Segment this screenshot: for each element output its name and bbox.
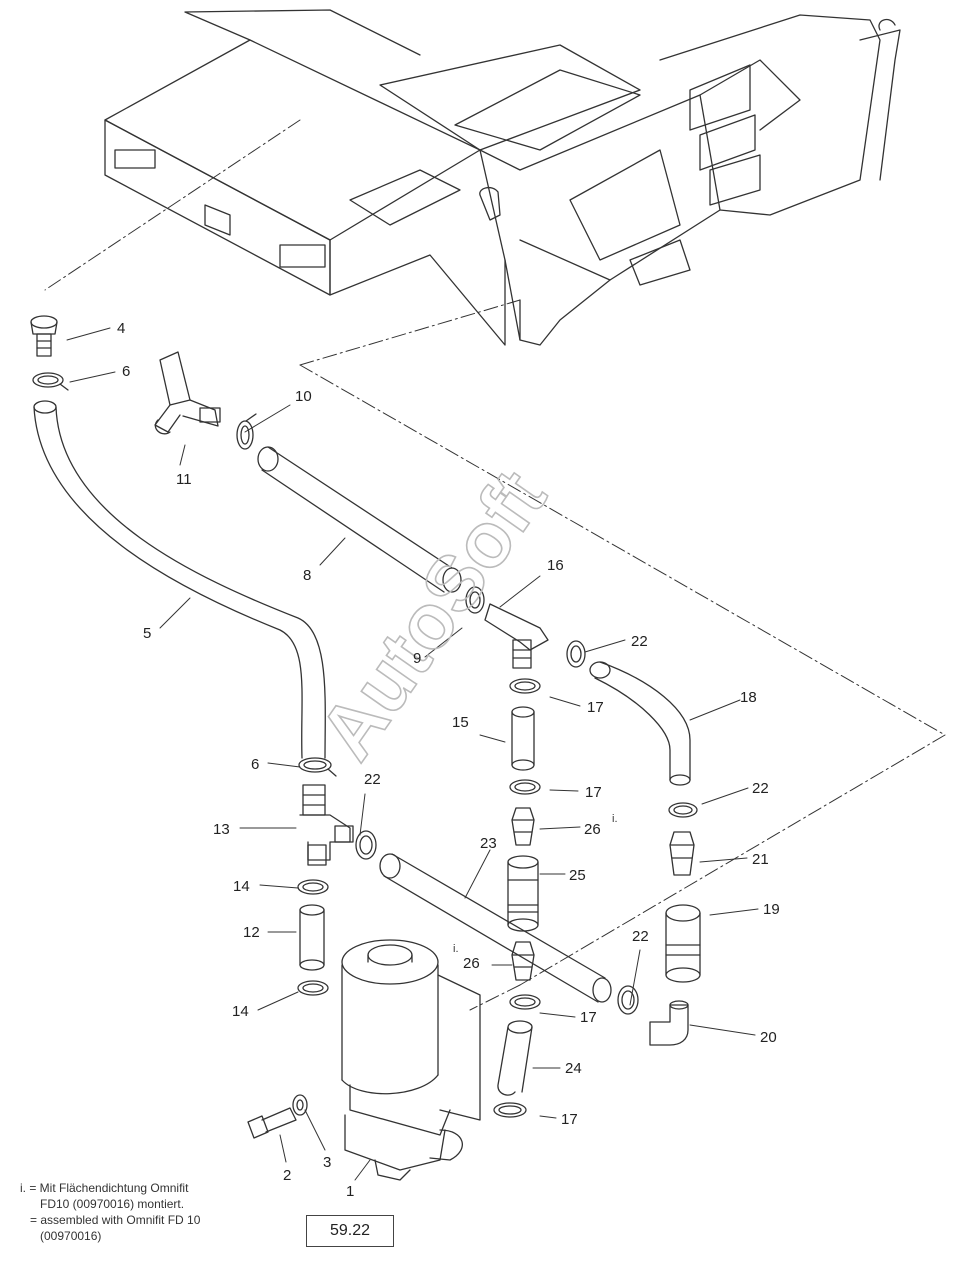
- screw-2: [247, 1107, 297, 1139]
- hose-clamp-6-lower: [298, 757, 337, 777]
- callout-5: 5: [143, 625, 151, 642]
- callout-14-upper: 14: [233, 878, 250, 895]
- callout-6-upper: 6: [122, 363, 130, 380]
- callout-4: 4: [117, 320, 125, 337]
- callout-14-lower: 14: [232, 1003, 249, 1020]
- footnote-line-3: = assembled with Omnifit FD 10: [20, 1213, 201, 1227]
- hose-clamp-6: [32, 372, 69, 391]
- hose-clamp-22-b: [355, 830, 377, 860]
- hose-clamp-17-b: [509, 779, 541, 795]
- hose-15: [511, 706, 535, 771]
- hose-24: [497, 1020, 533, 1096]
- callout-26-b: 26: [463, 955, 480, 972]
- hose-12: [299, 904, 325, 971]
- callout-23: 23: [480, 835, 497, 852]
- hose-clamp-14-a: [297, 879, 329, 895]
- callout-18: 18: [740, 689, 757, 706]
- hose-clamp-10: [236, 413, 257, 450]
- callout-20: 20: [760, 1029, 777, 1046]
- hose-clamp-22-a: [566, 640, 586, 668]
- y-connector-11: [154, 351, 221, 435]
- callout-19: 19: [763, 901, 780, 918]
- footnote-line-1: i. = Mit Flächendichtung Omnifit: [20, 1181, 189, 1195]
- callout-22-b: 22: [364, 771, 381, 788]
- callout-8: 8: [303, 567, 311, 584]
- callout-22-c: 22: [752, 780, 769, 797]
- page-reference: 59.22: [306, 1215, 394, 1247]
- callout-22-d: 22: [632, 928, 649, 945]
- callout-13: 13: [213, 821, 230, 838]
- hose-nipple-26-a: [511, 807, 535, 846]
- callout-21: 21: [752, 851, 769, 868]
- hose-23: [379, 853, 612, 1003]
- hose-clamp-17-c: [509, 994, 541, 1010]
- callout-10: 10: [295, 388, 312, 405]
- callout-6-lower: 6: [251, 756, 259, 773]
- callout-17-b: 17: [585, 784, 602, 801]
- assembly-reference-lines: [44, 119, 946, 1011]
- hose-clamp-16: [465, 586, 485, 614]
- callout-11: 11: [176, 471, 192, 488]
- callout-2: 2: [283, 1167, 291, 1184]
- marker-i-lower: i.: [453, 943, 459, 955]
- footnote: i. = Mit Flächendichtung Omnifit FD10 (0…: [20, 1180, 200, 1244]
- hose-nipple-26-b: [511, 941, 535, 981]
- callout-17-c: 17: [580, 1009, 597, 1026]
- hose-clamp-17-a: [509, 678, 541, 694]
- hose-8: [257, 446, 462, 593]
- hose-clamp-22-d: [617, 985, 639, 1015]
- filter-19: [665, 904, 701, 983]
- pump-1: [341, 939, 481, 1181]
- callout-15: 15: [452, 714, 469, 731]
- footnote-line-4: (00970016): [20, 1229, 102, 1243]
- hose-nipple-21: [669, 831, 695, 876]
- hose-clamp-14-b: [297, 980, 329, 996]
- callout-labels: 1 2 3 4 5 6 6 8 9 10 11 12 13 14 14 15 1…: [117, 320, 780, 1200]
- callout-24: 24: [565, 1060, 582, 1077]
- callout-1: 1: [346, 1183, 354, 1200]
- callout-16: 16: [547, 557, 564, 574]
- watermark: AutoSoft: [302, 455, 563, 775]
- hose-18: [589, 661, 691, 786]
- callout-12: 12: [243, 924, 260, 941]
- filter-25: [507, 855, 539, 932]
- footnote-line-2: FD10 (00970016) montiert.: [20, 1197, 185, 1211]
- callout-17-d: 17: [561, 1111, 578, 1128]
- callout-22-a: 22: [631, 633, 648, 650]
- washer-3: [292, 1094, 308, 1116]
- elbow-fitting-20: [649, 1000, 689, 1046]
- machine-frame: [104, 9, 901, 346]
- marker-i-upper: i.: [612, 813, 618, 825]
- callout-17-a: 17: [587, 699, 604, 716]
- leader-lines: [66, 327, 759, 1181]
- hose-nipple-4: [30, 315, 58, 357]
- callout-25: 25: [569, 867, 586, 884]
- t-connector-9: [484, 603, 549, 669]
- hose-clamp-22-c: [668, 802, 698, 818]
- hose-5: [33, 400, 326, 759]
- callout-26-a: 26: [584, 821, 601, 838]
- t-connector-13: [299, 784, 354, 866]
- hose-clamp-17-d: [493, 1102, 527, 1118]
- callout-3: 3: [323, 1154, 331, 1171]
- callout-9: 9: [413, 650, 421, 667]
